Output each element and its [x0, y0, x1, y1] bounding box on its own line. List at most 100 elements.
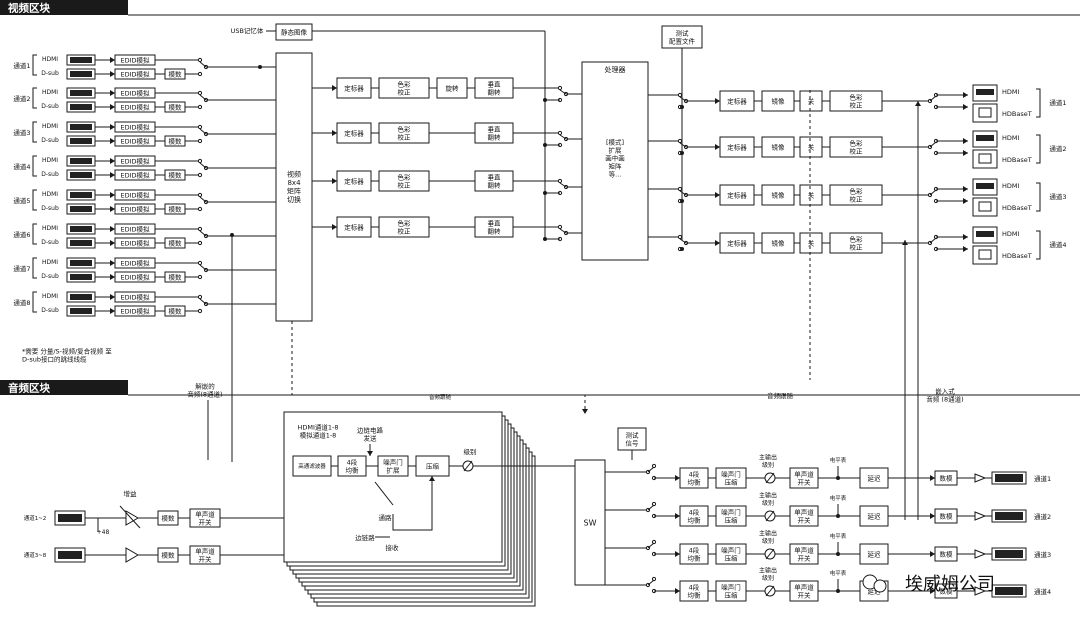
hdmi-connector-icon [70, 158, 92, 164]
analog-block-label: 模数 [169, 238, 183, 247]
hdmi-connector-icon [70, 57, 92, 63]
dsub-connector-icon [70, 104, 92, 110]
output-switch [679, 238, 687, 244]
hdmi-input-label: HDMI [42, 191, 58, 198]
arrow-head [110, 206, 115, 212]
dsub-input-label: D-sub [41, 171, 59, 178]
audio-block-title-bar [0, 380, 128, 395]
dsub-input-label: D-sub [41, 205, 59, 212]
hdmi-input-label: HDMI [42, 259, 58, 266]
color-correct-block-label: 色彩 [398, 124, 412, 133]
output-color-block-label: 校正 [850, 146, 864, 155]
master-level-icon [765, 585, 775, 597]
dsub-connector-icon [70, 172, 92, 178]
path-switch [559, 182, 567, 188]
blank-block-label: 关 [808, 238, 815, 247]
video-matrix-block-label: 切换 [287, 195, 301, 204]
out-gate-block-label: 压缩 [725, 515, 739, 524]
dsub-connector-icon [70, 274, 92, 280]
scaler-block-label: 定标器 [344, 83, 364, 92]
gain-label: 增益 [124, 489, 138, 498]
input-bracket [32, 291, 37, 313]
junction-dot [543, 143, 547, 147]
arrow-head [110, 172, 115, 178]
still-image-block-label: 静态图像 [281, 27, 308, 36]
input-bracket [32, 87, 37, 109]
hdmi-connector-icon [70, 294, 92, 300]
eq-block-label: 均衡 [346, 465, 360, 474]
path-switch [559, 89, 567, 95]
compressor-block-label: 压缩 [426, 461, 440, 470]
dsub-input-label: D-sub [41, 103, 59, 110]
arrow-head [110, 71, 115, 77]
mono-switch-block-label: 单声道 [195, 509, 215, 518]
audio-output-label-1: 通道1 [1034, 474, 1051, 483]
blank-block-label: 关 [808, 96, 815, 105]
switch-contact [677, 92, 683, 98]
output-color-block-label: 色彩 [850, 186, 864, 195]
out-eq-block-label: 4段 [689, 507, 700, 516]
arrow-head [110, 240, 115, 246]
output-scaler-block-label: 定标器 [727, 238, 747, 247]
arrow-head [332, 85, 337, 91]
test-config-block-label: 配置文件 [669, 36, 696, 45]
delay-block-label: 延迟 [868, 473, 882, 482]
master-level-label: 级别 [762, 461, 774, 469]
mono-switch-block-label: 开关 [199, 517, 213, 526]
edid-block-label: EDID模拟 [120, 306, 150, 315]
edid-block-label: EDID模拟 [120, 258, 150, 267]
analog-block-label: 模数 [169, 136, 183, 145]
audio-follow-label: 音频跟随 [429, 393, 452, 401]
edid-block-label: EDID模拟 [120, 69, 150, 78]
arrow-head [367, 451, 373, 456]
master-level-icon [765, 472, 775, 484]
master-level-label: 级别 [762, 537, 774, 545]
deembed-label: 音频(8通道) [187, 389, 222, 398]
arrow-head [675, 588, 680, 594]
processor-title: 处理器 [605, 65, 626, 74]
out-mono-block-label: 单声道 [794, 469, 814, 478]
scaler-block-label: 定标器 [344, 128, 364, 137]
out-gate-block-label: 噪声门 [721, 507, 741, 516]
out-mono-block-label: 开关 [798, 515, 812, 524]
master-level-label: 主输出 [759, 453, 777, 461]
video-matrix-block [275, 52, 313, 322]
out-eq-block-label: 4段 [689, 545, 700, 554]
arrow-head [110, 90, 115, 96]
arrow-head [963, 198, 968, 204]
audio-switch [647, 466, 655, 473]
switch-contact [197, 240, 203, 246]
arrow-head [930, 513, 935, 519]
meter-label: 电平表 [830, 456, 847, 464]
rj45-port-icon [978, 249, 992, 260]
arrow-head [110, 226, 115, 232]
flip-block-label: 翻转 [488, 132, 502, 141]
flip-block-label: 垂直 [488, 79, 502, 88]
arrow-head [110, 104, 115, 110]
processor-modes: 等... [609, 169, 622, 178]
line-driver-icon [974, 473, 987, 483]
arrow-head [332, 130, 337, 136]
edid-block-label: EDID模拟 [120, 88, 150, 97]
arrow-head [332, 224, 337, 230]
flip-block-label: 翻转 [488, 226, 502, 235]
flip-block-label: 翻转 [488, 180, 502, 189]
output-channel-label-4: 通道4 [1049, 240, 1066, 249]
audio-block-title: 音频区块 [8, 382, 50, 395]
out-mono-block-label: 开关 [798, 553, 812, 562]
hdmi-output-label: HDMI [1002, 182, 1020, 190]
color-correct-block-label: 色彩 [398, 218, 412, 227]
switch-contact [197, 104, 203, 110]
mirror-block-label: 镜像 [772, 96, 786, 105]
hdmi-input-label: HDMI [42, 123, 58, 130]
dsp-title: HDMI通道1-8 [297, 422, 338, 431]
arrow-head [110, 158, 115, 164]
flip-block-label: 垂直 [488, 124, 502, 133]
dsub-connector-icon [70, 240, 92, 246]
switch-contact [197, 226, 203, 232]
dac-block-label: 数模 [940, 473, 954, 482]
arrow-head [963, 186, 968, 192]
audio-in-3-8-label: 通道3~8 [24, 551, 47, 559]
arrow-head [963, 246, 968, 252]
selector-switch [199, 162, 207, 169]
